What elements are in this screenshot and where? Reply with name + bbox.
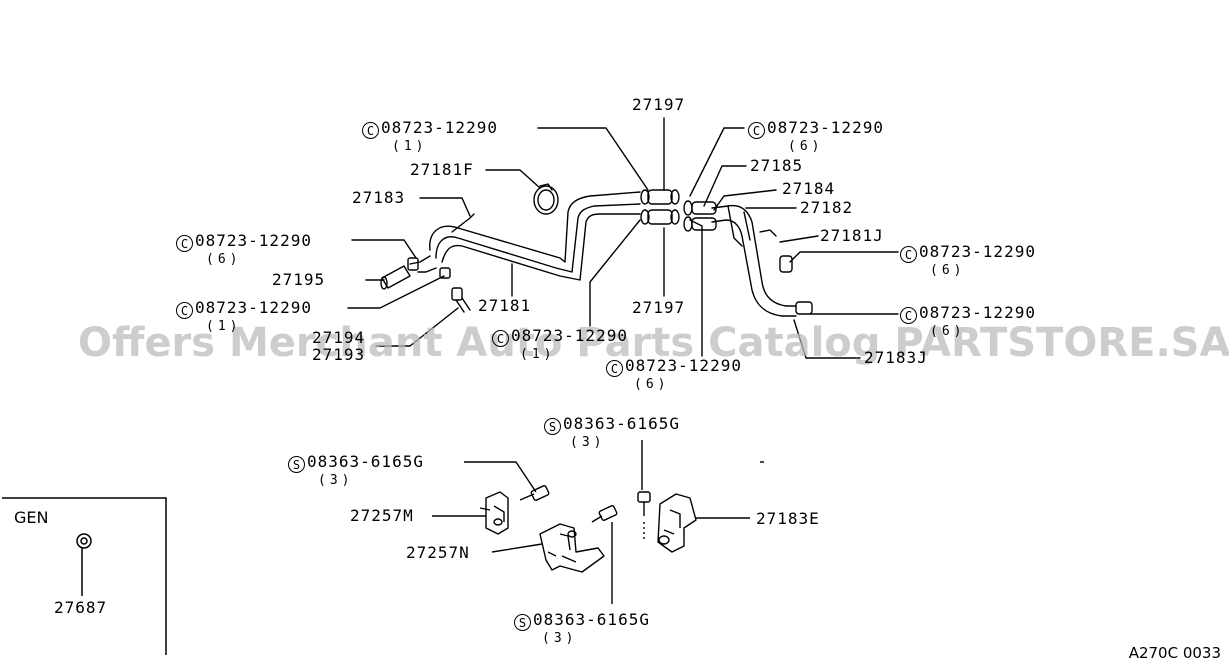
hose-27183: [409, 255, 437, 273]
bolt-middle: [591, 505, 618, 523]
leader-clamp-7: [789, 251, 899, 263]
clamp-number: 08723-12290: [195, 298, 312, 317]
label-27197-top[interactable]: 27197: [632, 95, 686, 114]
hose-27181: [429, 191, 641, 281]
label-27181J[interactable]: 27181J: [820, 226, 884, 245]
watermark-text: Offers Merchant Auto Parts Catalog PARTS…: [78, 320, 1229, 366]
bracket-27257M: [479, 491, 509, 535]
clamp-number: 08723-12290: [195, 231, 312, 250]
leader-27183J: [793, 319, 861, 359]
clamp-qty-4: (1): [206, 319, 242, 334]
leader-clamp-3: [351, 239, 417, 259]
pipe-27185-27184: [683, 200, 717, 232]
clamp-number: 08723-12290: [767, 118, 884, 137]
leader-27257N: [491, 543, 543, 553]
label-27184[interactable]: 27184: [782, 179, 836, 198]
c-symbol-icon: C: [176, 235, 193, 252]
label-27183[interactable]: 27183: [352, 188, 406, 207]
label-27181F[interactable]: 27181F: [410, 160, 474, 179]
c-symbol-icon: C: [900, 246, 917, 263]
bolt-qty-1: (3): [570, 435, 606, 450]
clamp-qty-2: (6): [788, 139, 824, 154]
clamp-number: 08723-12290: [625, 356, 742, 375]
c-symbol-icon: C: [748, 122, 765, 139]
bolt-qty-3: (3): [542, 631, 578, 646]
c-symbol-icon: C: [362, 122, 379, 139]
bolt-center: [637, 491, 651, 516]
leader-27185: [703, 165, 747, 207]
c-symbol-icon: C: [606, 360, 623, 377]
plug-27195: [380, 257, 419, 290]
hose-27181J: [711, 204, 797, 317]
label-27197-bottom[interactable]: 27197: [632, 298, 686, 317]
label-27181[interactable]: 27181: [478, 296, 532, 315]
clamp-qty-6: (6): [634, 377, 670, 392]
bolt-number: 08363-6165G: [533, 610, 650, 629]
clamp-qty-5: (1): [520, 347, 556, 362]
label-27257N[interactable]: 27257N: [406, 543, 470, 562]
label-27185[interactable]: 27185: [750, 156, 804, 175]
clamp-qty-8: (6): [930, 324, 966, 339]
bolt-number: 08363-6165G: [307, 452, 424, 471]
leader-27181F: [485, 169, 541, 189]
connector-27197: [640, 189, 680, 225]
label-27182[interactable]: 27182: [800, 198, 854, 217]
leader-clamp-6: [689, 219, 703, 357]
leader-clamp-2: [689, 127, 745, 197]
leader-27194: [375, 307, 459, 347]
label-27183J[interactable]: 27183J: [864, 348, 928, 367]
bolt-number: 08363-6165G: [563, 414, 680, 433]
label-27183E[interactable]: 27183E: [756, 509, 820, 528]
clamp-number: 08723-12290: [381, 118, 498, 137]
c-symbol-icon: C: [492, 330, 509, 347]
inset-label-gen: GEN: [14, 508, 49, 527]
bolt-qty-2: (3): [318, 473, 354, 488]
figure-code: A270C 0033: [1128, 644, 1221, 662]
leader-bolt-1: [464, 461, 537, 493]
label-27687[interactable]: 27687: [54, 598, 108, 617]
clamp-right-upper: [779, 255, 793, 273]
leader-27183: [419, 197, 471, 217]
label-27194[interactable]: 27194: [312, 328, 366, 347]
leader-27181J: [779, 235, 819, 243]
bolt-upper-left: [519, 485, 550, 501]
bracket-27183E: [657, 493, 697, 553]
s-symbol-icon: S: [544, 418, 561, 435]
leader-clamp-4: [347, 275, 445, 309]
clamp-qty-1: (1): [392, 139, 428, 154]
leader-clamp-5: [589, 219, 641, 327]
clamp-number: 08723-12290: [919, 242, 1036, 261]
clamp-number: 08723-12290: [919, 303, 1036, 322]
leader-clamp-1: [537, 127, 649, 191]
leader-27184: [713, 189, 777, 211]
inset-part-27687-drawing: [76, 533, 92, 549]
clamp-right-lower: [795, 301, 813, 315]
label-27195[interactable]: 27195: [272, 270, 326, 289]
c-symbol-icon: C: [900, 307, 917, 324]
clamp-number: 08723-12290: [511, 326, 628, 345]
s-symbol-icon: S: [288, 456, 305, 473]
clamp-qty-7: (6): [930, 263, 966, 278]
clamp-qty-3: (6): [206, 252, 242, 267]
c-symbol-icon: C: [176, 302, 193, 319]
inset-frame: [2, 497, 167, 655]
valve-27194: [439, 267, 471, 313]
bracket-27257N: [539, 523, 605, 573]
label-27257M[interactable]: 27257M: [350, 506, 414, 525]
s-symbol-icon: S: [514, 614, 531, 631]
clamp-27181F: [533, 183, 559, 215]
label-27193[interactable]: 27193: [312, 345, 366, 364]
